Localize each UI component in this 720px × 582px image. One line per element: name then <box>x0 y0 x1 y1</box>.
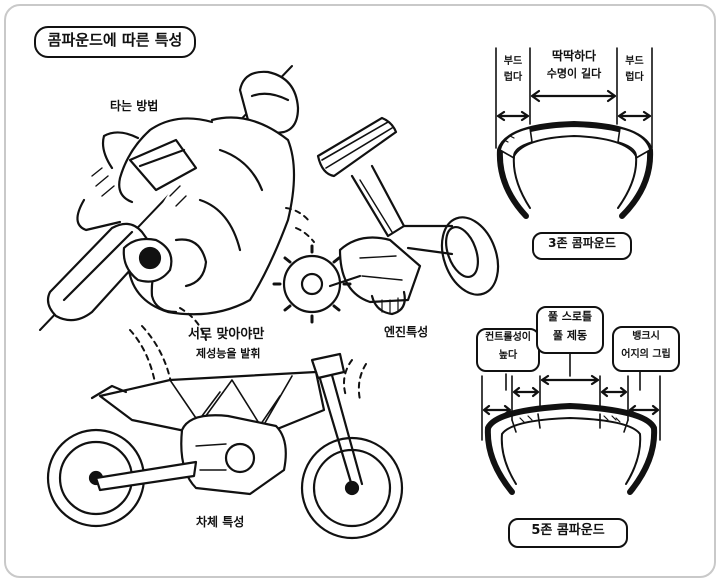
compound5-name: 5존 콤파운드 <box>531 523 605 538</box>
engine-label: 엔진특성 <box>384 325 429 339</box>
compound5-left-line1: 컨트롤성이 <box>485 332 531 343</box>
compound3-right-line1: 부드 <box>625 56 644 67</box>
tire-5zone-illustration <box>481 353 661 495</box>
compound5-center-box <box>536 306 604 354</box>
compound3-center-line1: 딱딱하다 <box>551 49 597 63</box>
compound5-right-box <box>612 326 680 372</box>
compound3-right-line2: 럽다 <box>625 72 644 83</box>
compound3-name: 3존 콤파운드 <box>548 236 616 250</box>
compound3-center-line2: 수명이 길다 <box>546 67 602 80</box>
page-title: 콤파운드에 따른 특성 <box>47 31 183 49</box>
compound5-right-line2: 어지의 그립 <box>621 349 671 360</box>
compound3-name-box <box>532 232 632 260</box>
rider-illustration <box>39 65 300 331</box>
compound5-left-line2: 높다 <box>498 350 518 361</box>
compound3-left-line2: 럽다 <box>503 72 523 83</box>
compound5-name-box <box>508 518 628 548</box>
compound5-left-box <box>476 328 540 372</box>
riding-label: 타는 방법 <box>110 99 159 113</box>
tire-3zone-illustration <box>495 47 654 219</box>
compound5-center-line2: 풀 제동 <box>552 329 588 342</box>
compound3-left-line1: 부드 <box>503 56 523 67</box>
chassis-label: 차체 특성 <box>196 515 245 529</box>
match-label-line1: 서로 맞아야만 <box>188 327 265 342</box>
chassis-illustration <box>46 352 404 540</box>
match-label-line2: 제성능을 발휘 <box>196 347 261 360</box>
compound5-right-line1: 뱅크시 <box>632 331 660 342</box>
title-box <box>34 26 196 58</box>
compound5-center-line1: 풀 스로틀 <box>547 310 593 323</box>
engine-illustration <box>272 116 500 324</box>
